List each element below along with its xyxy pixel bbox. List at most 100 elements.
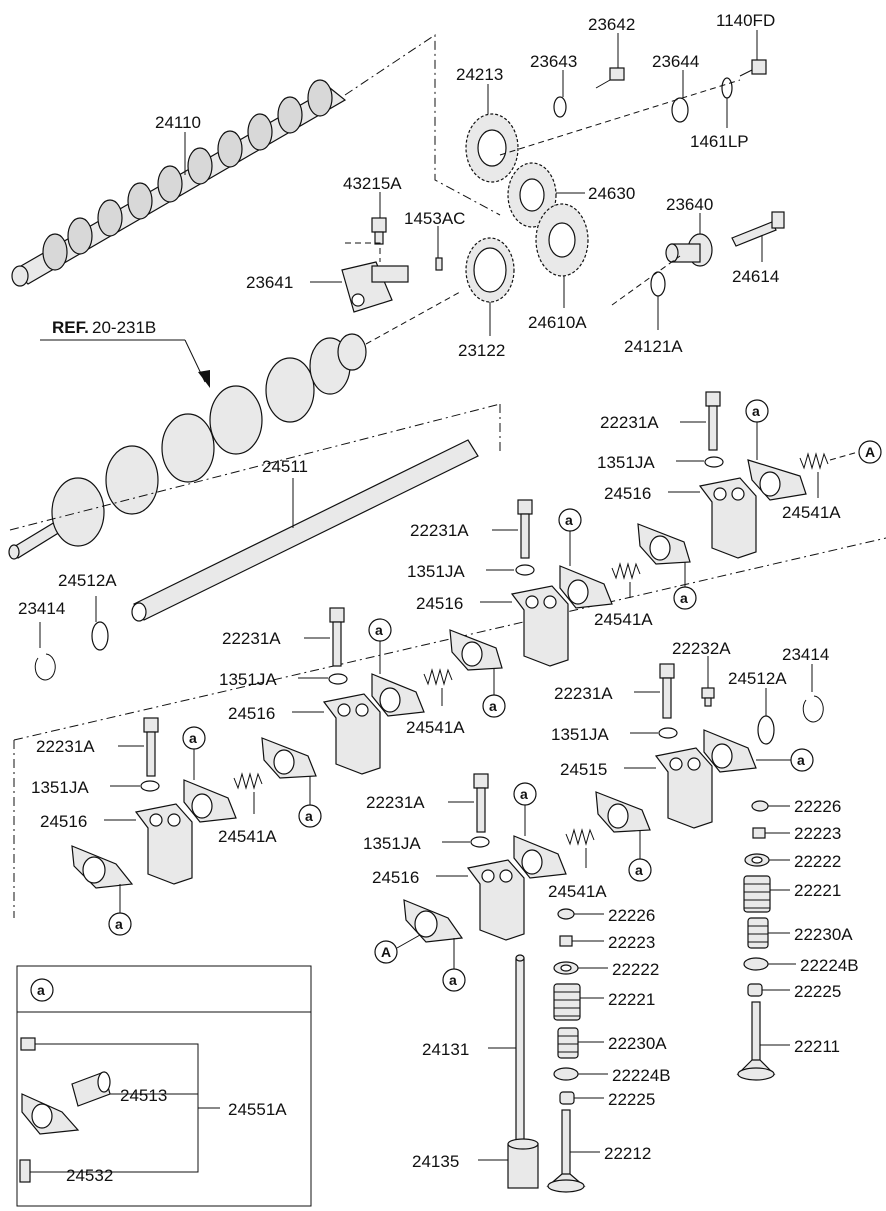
bolt-22231A-6[interactable] xyxy=(659,663,675,719)
rocker-arm-2b[interactable] xyxy=(637,523,691,565)
bracket-24516-3[interactable] xyxy=(322,693,381,775)
bracket-24515[interactable] xyxy=(654,747,713,829)
valve-22211[interactable] xyxy=(736,1001,776,1081)
bracket-24516-1[interactable] xyxy=(698,477,757,559)
callout-a-2[interactable]: a xyxy=(558,508,582,532)
spring-24541A-4[interactable] xyxy=(233,772,263,790)
rocker-arm-5b[interactable] xyxy=(595,791,651,833)
seat-22224B-center[interactable] xyxy=(553,1067,579,1081)
callout-a-3[interactable]: a xyxy=(673,586,697,610)
cotter-22223-center[interactable] xyxy=(559,935,573,947)
label-1351JA-3: 1351JA xyxy=(219,670,277,689)
svg-text:a: a xyxy=(189,730,197,746)
pin-1453AC[interactable] xyxy=(435,257,443,271)
pushrod-24131[interactable] xyxy=(515,954,525,1141)
washer-1351JA-1[interactable] xyxy=(704,456,724,468)
snap-ring-1461LP[interactable] xyxy=(721,77,733,99)
seal-22225-right[interactable] xyxy=(747,983,763,997)
shaft-23640[interactable] xyxy=(665,233,713,267)
washer-1351JA-3[interactable] xyxy=(328,673,348,685)
seat-22224B-right[interactable] xyxy=(743,957,769,971)
cap-22226-center[interactable] xyxy=(557,908,575,920)
gear-24630[interactable] xyxy=(507,162,557,228)
label-22231A-5: 22231A xyxy=(366,793,425,812)
callout-a-5[interactable]: a xyxy=(482,694,506,718)
bracket-24516-2[interactable] xyxy=(510,585,569,667)
label-1140FD: 1140FD xyxy=(716,11,775,30)
callout-a-12[interactable]: a xyxy=(442,968,466,992)
rocker-arm-legend[interactable] xyxy=(21,1093,80,1135)
snap-ring-23414-left[interactable] xyxy=(34,653,56,681)
callout-a-6[interactable]: a xyxy=(182,726,206,750)
callout-a-1[interactable]: a xyxy=(745,399,769,423)
callout-A-2[interactable]: A xyxy=(374,940,398,964)
camshaft-24110[interactable] xyxy=(11,79,347,287)
spring-22221-center[interactable] xyxy=(553,983,581,1021)
retainer-22222-right[interactable] xyxy=(744,853,770,867)
bolt-1140FD[interactable] xyxy=(739,59,767,77)
washer-23644[interactable] xyxy=(671,97,689,123)
spring-24541A-1[interactable] xyxy=(799,452,829,470)
rocker-arm-3b[interactable] xyxy=(449,629,503,671)
rocker-arm-4c[interactable] xyxy=(71,845,134,889)
callout-a-9[interactable]: a xyxy=(790,748,814,772)
rocker-arm-2a[interactable] xyxy=(559,565,613,609)
svg-text:a: a xyxy=(449,972,457,988)
nut-legend[interactable] xyxy=(20,1037,36,1051)
spring-24541A-2[interactable] xyxy=(611,562,641,580)
screw-24532[interactable] xyxy=(19,1159,31,1183)
plug-24512A-right[interactable] xyxy=(757,715,775,745)
callout-a-8[interactable]: a xyxy=(108,912,132,936)
callout-a-7[interactable]: a xyxy=(298,804,322,828)
gear-24610A[interactable] xyxy=(535,203,589,277)
rocker-arm-6[interactable] xyxy=(703,729,757,773)
callout-a-11[interactable]: a xyxy=(628,858,652,882)
rocker-arm-3a[interactable] xyxy=(371,673,425,717)
ring-gear-23122[interactable] xyxy=(465,237,515,303)
shaft-23641[interactable] xyxy=(341,261,409,313)
washer-1351JA-4[interactable] xyxy=(140,780,160,792)
gear-24213[interactable] xyxy=(465,113,519,183)
spring-22221-right[interactable] xyxy=(743,875,771,913)
bolt-22231A-2[interactable] xyxy=(517,499,533,559)
washer-1351JA-6[interactable] xyxy=(658,727,678,739)
callout-a-10[interactable]: a xyxy=(513,782,537,806)
bracket-24516-4[interactable] xyxy=(134,803,193,885)
washer-1351JA-2[interactable] xyxy=(515,564,535,576)
spring-24541A-5[interactable] xyxy=(565,828,595,846)
cap-22226-right[interactable] xyxy=(751,800,769,812)
ref-code[interactable]: 20-231B xyxy=(92,318,156,337)
bolt-22231A-1[interactable] xyxy=(705,391,721,451)
bushing-24513[interactable] xyxy=(71,1071,111,1107)
plug-24512A-left[interactable] xyxy=(91,621,109,651)
callout-a-4[interactable]: a xyxy=(368,618,392,642)
spring-22230A-right[interactable] xyxy=(747,917,769,949)
washer-23643[interactable] xyxy=(553,96,567,118)
rocker-arm-4a[interactable] xyxy=(183,779,237,823)
bolt-22231A-4[interactable] xyxy=(143,717,159,777)
callout-A-1[interactable]: A xyxy=(858,440,882,464)
cotter-22223-right[interactable] xyxy=(752,827,766,839)
rocker-arm-5c[interactable] xyxy=(403,899,464,943)
spring-24541A-3[interactable] xyxy=(423,668,453,686)
bolt-24614[interactable] xyxy=(731,211,785,247)
bolt-22232A[interactable] xyxy=(701,687,715,707)
rocker-arm-1[interactable] xyxy=(747,459,807,501)
seal-22225-center[interactable] xyxy=(559,1091,575,1105)
bolt-23642[interactable] xyxy=(595,67,625,89)
label-22225-right: 22225 xyxy=(794,982,841,1001)
washer-1351JA-5[interactable] xyxy=(470,836,490,848)
rocker-arm-5a[interactable] xyxy=(513,835,567,879)
bolt-22231A-3[interactable] xyxy=(329,607,345,667)
valve-22212[interactable] xyxy=(546,1109,586,1193)
bracket-24516-5[interactable] xyxy=(466,859,525,941)
retainer-22222-center[interactable] xyxy=(553,961,579,975)
bolt-43215A[interactable] xyxy=(371,217,387,245)
rocker-shaft-24511[interactable] xyxy=(131,439,479,622)
rocker-arm-4b[interactable] xyxy=(261,737,317,779)
bolt-22231A-5[interactable] xyxy=(473,773,489,833)
label-24511: 24511 xyxy=(262,457,308,476)
spring-22230A-center[interactable] xyxy=(557,1027,579,1059)
snap-ring-23414-right[interactable] xyxy=(802,695,824,723)
tappet-24135[interactable] xyxy=(507,1138,539,1189)
